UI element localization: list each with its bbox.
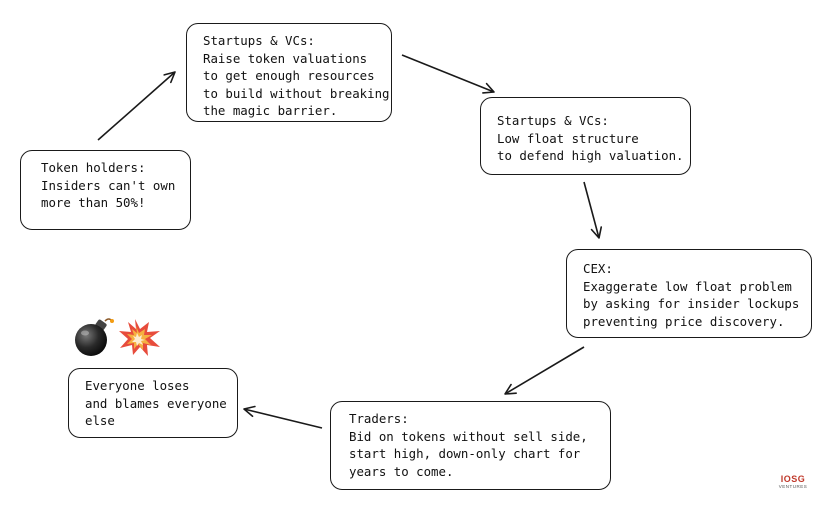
bomb-explosion-emoji: [75, 318, 160, 356]
node-line: the magic barrier.: [203, 103, 338, 119]
arrow-traders-to-everyone-loses: [243, 405, 323, 429]
node-line: and blames everyone: [85, 395, 227, 411]
node-line: else: [85, 413, 115, 429]
explosion-icon: [119, 319, 160, 356]
arrow-low-float-to-cex: [583, 181, 603, 239]
node-line: to get enough resources: [203, 68, 375, 84]
node-line: to build without breaking: [203, 85, 390, 101]
node-startups-raise: Startups & VCs: Raise token valuations t…: [186, 23, 392, 122]
node-line: CEX:: [583, 261, 613, 276]
node-line: start high, down-only chart for: [349, 446, 581, 462]
node-line: Everyone loses: [85, 378, 190, 393]
node-line: Startups & VCs:: [203, 33, 315, 48]
arrow-startups-raise-to-low-float: [401, 54, 495, 94]
node-token-holders: Token holders: Insiders can't own more t…: [20, 150, 191, 230]
logo-sub-text: VENTURES: [778, 484, 808, 489]
iosg-ventures-logo: IOSG VENTURES: [776, 474, 810, 494]
node-line: Raise token valuations: [203, 50, 368, 66]
node-line: Token holders:: [41, 160, 146, 175]
node-line: Traders:: [349, 411, 409, 426]
node-line: more than 50%!: [41, 195, 146, 211]
node-line: Startups & VCs:: [497, 113, 609, 128]
arrow-token-holders-to-startups-raise: [97, 71, 176, 141]
node-line: preventing price discovery.: [583, 313, 785, 329]
node-startups-low-float: Startups & VCs: Low float structure to d…: [480, 97, 691, 175]
arrow-cex-to-traders: [504, 346, 585, 395]
node-line: to defend high valuation.: [497, 148, 684, 164]
logo-main-text: IOSG: [780, 474, 806, 484]
node-line: by asking for insider lockups: [583, 296, 800, 312]
node-line: Insiders can't own: [41, 177, 176, 193]
node-cex: CEX: Exaggerate low float problem by ask…: [566, 249, 812, 338]
node-line: Low float structure: [497, 130, 639, 146]
bomb-icon: [75, 318, 114, 356]
node-line: Exaggerate low float problem: [583, 278, 792, 294]
node-everyone-loses: Everyone loses and blames everyone else: [68, 368, 238, 438]
node-line: years to come.: [349, 463, 454, 479]
node-traders: Traders: Bid on tokens without sell side…: [330, 401, 611, 490]
node-line: Bid on tokens without sell side,: [349, 428, 588, 444]
